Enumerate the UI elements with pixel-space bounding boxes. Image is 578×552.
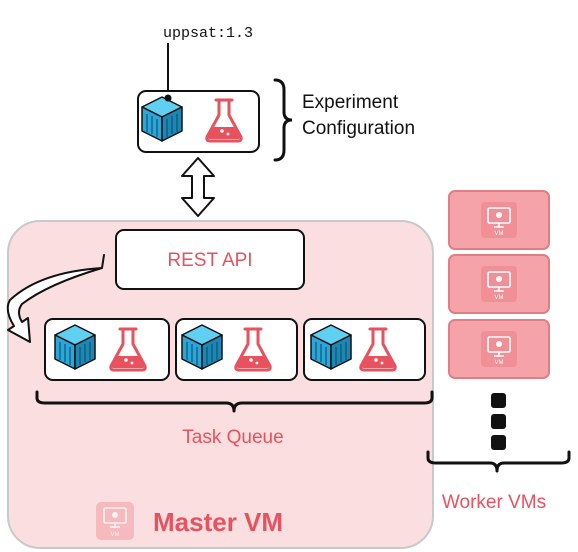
master-vm-title: Master VM	[153, 507, 283, 537]
worker-vm-stack: VM VM VM	[448, 190, 550, 379]
worker-vm-1[interactable]: VM	[448, 190, 550, 250]
worker-vm-3[interactable]: VM	[448, 319, 550, 379]
rest-api-label: REST API	[167, 250, 252, 271]
enqueue-arrow	[6, 254, 105, 343]
experiment-label-line1: Experiment	[302, 92, 399, 113]
experiment-label-line2: Configuration	[302, 118, 415, 139]
worker-vms-label: Worker VMs	[442, 492, 546, 513]
vm-icon-label: VM	[111, 532, 120, 538]
queue-item-1[interactable]	[44, 318, 170, 381]
bidirectional-arrow	[181, 157, 215, 217]
master-vm-panel	[7, 220, 434, 549]
vm-icon-label: VM	[495, 360, 504, 366]
vm-icon-label: VM	[495, 231, 504, 237]
rest-api-box[interactable]	[115, 229, 305, 290]
docker-container-icon	[54, 324, 96, 370]
queue-item-2[interactable]	[175, 318, 298, 381]
more-workers-ellipsis	[491, 393, 506, 450]
task-queue-brace	[35, 390, 434, 413]
experiment-brace	[273, 78, 293, 162]
vm-icon-label: VM	[495, 295, 504, 301]
image-tag-label: uppsat:1.3	[163, 25, 253, 42]
docker-container-icon	[141, 96, 183, 142]
worker-vm-2[interactable]: VM	[448, 254, 550, 314]
docker-container-icon	[310, 324, 352, 370]
task-queue-label: Task Queue	[182, 427, 283, 448]
docker-container-icon	[181, 324, 223, 370]
master-vm-icon: VM	[96, 502, 134, 540]
queue-item-3[interactable]	[303, 318, 426, 381]
task-queue	[44, 318, 426, 381]
image-tag-dot	[164, 94, 172, 102]
worker-vms-brace	[426, 450, 571, 473]
